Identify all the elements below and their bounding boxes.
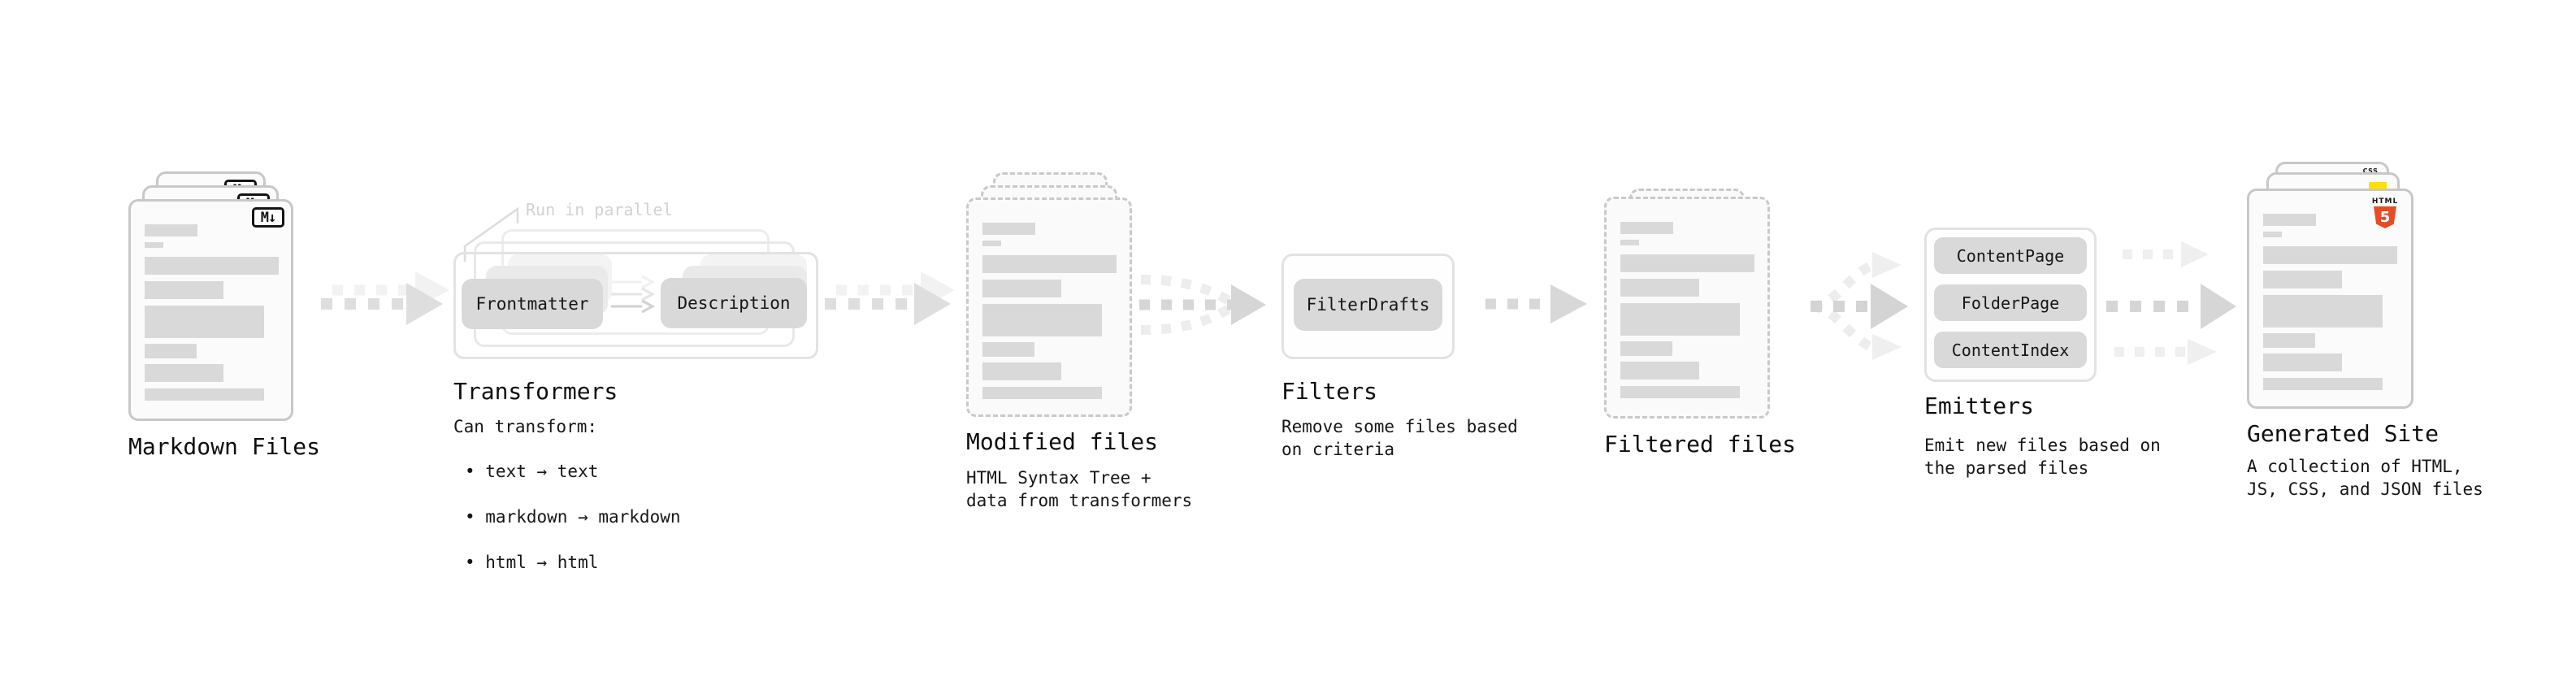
- text-line-bar: [2263, 232, 2282, 237]
- section-title: Emitters: [1924, 393, 2034, 419]
- bullet-item: • markdown → markdown: [465, 507, 681, 527]
- section-filters: FilterDrafts Filters Remove some files b…: [1281, 254, 1525, 481]
- text-line-bar: [145, 344, 197, 358]
- html5-label: HTML: [2371, 197, 2399, 206]
- bullet-item: • html → html: [465, 553, 599, 572]
- text-line-bar: [982, 241, 1001, 246]
- section-subtitle: Emit new files based on the parsed files: [1924, 436, 2161, 478]
- text-line-bar: [1620, 303, 1740, 336]
- bullet-item: • text → text: [465, 462, 599, 481]
- text-line-bar: [1620, 279, 1699, 297]
- text-line-bar: [1620, 362, 1699, 380]
- arrow-split-icon: [1811, 252, 1908, 360]
- text-line-bar: [145, 242, 163, 248]
- text-line-bar: [145, 306, 264, 338]
- section-title: Generated Site: [2247, 420, 2439, 447]
- section-subtitle: A collection of HTML, JS, CSS, and JSON …: [2247, 457, 2483, 499]
- section-subtitle: HTML Syntax Tree + data from transformer…: [966, 468, 1193, 510]
- run-in-parallel-note: Run in parallel: [526, 200, 673, 219]
- transformer-frame-front: [453, 252, 818, 359]
- arrow-icon: [825, 271, 955, 325]
- text-line-bar: [982, 304, 1102, 336]
- emitter-content-index: ContentIndex: [1934, 332, 2087, 368]
- section-title: Modified files: [966, 428, 1159, 455]
- section-transformers: Run in parallel Frontmatter Description …: [453, 200, 835, 572]
- text-line-bar: [1620, 222, 1673, 234]
- section-subtitle: Remove some files based on criteria: [1281, 417, 1518, 459]
- text-line-bar: [982, 342, 1034, 357]
- text-line-bar: [145, 224, 197, 236]
- arrow-triple-icon: [2106, 241, 2236, 365]
- text-line-bar: [982, 280, 1061, 297]
- section-emitters: ContentPage FolderPage ContentIndex Emit…: [1924, 228, 2168, 496]
- document-text-lines: [1620, 222, 1754, 398]
- text-line-bar: [1620, 386, 1740, 398]
- text-line-bar: [1620, 341, 1672, 356]
- text-line-bar: [982, 223, 1035, 235]
- document-text-lines: [982, 223, 1117, 399]
- document-text-lines: [145, 224, 279, 401]
- section-title: Transformers: [453, 378, 618, 405]
- text-line-bar: [982, 362, 1061, 380]
- transform-bullet-list: • text → text • markdown → markdown • ht…: [465, 437, 681, 596]
- transformer-step-frontmatter: Frontmatter: [462, 279, 603, 329]
- text-line-bar: [2263, 354, 2342, 371]
- text-line-bar: [1620, 240, 1639, 245]
- filter-drafts-pill: FilterDrafts: [1294, 279, 1442, 331]
- site-file-html: HTML 5: [2247, 189, 2413, 409]
- section-generated-site: CSS HTML 5 Generated Site A collection o…: [2247, 162, 2523, 511]
- text-line-bar: [145, 388, 264, 401]
- text-line-bar: [2263, 295, 2383, 327]
- markdown-icon: M↓: [252, 207, 284, 228]
- emitter-folder-page: FolderPage: [1934, 284, 2087, 321]
- section-subtitle: Can transform:: [453, 417, 598, 436]
- html5-numeral: 5: [2379, 209, 2391, 226]
- section-title: Filtered files: [1604, 431, 1797, 458]
- filtered-file-front: [1604, 197, 1770, 419]
- section-title: Filters: [1281, 378, 1378, 405]
- arrow-icon: [321, 271, 449, 325]
- text-line-bar: [2263, 214, 2316, 226]
- section-modified-files: Modified files HTML Syntax Tree + data f…: [966, 162, 1242, 511]
- text-line-bar: [2263, 378, 2383, 390]
- html5-icon: HTML 5: [2369, 197, 2401, 228]
- transformer-step-description: Description: [661, 278, 807, 328]
- text-line-bar: [2263, 271, 2342, 288]
- css-label: CSS: [2362, 167, 2379, 175]
- text-line-bar: [145, 281, 223, 299]
- section-title: Markdown Files: [128, 433, 321, 460]
- modified-file-front: [966, 197, 1132, 417]
- parallel-arrows-icon: [611, 275, 656, 314]
- arrow-merge-icon: [1139, 275, 1266, 335]
- section-filtered-files: Filtered files: [1604, 180, 1848, 489]
- text-line-bar: [1620, 254, 1754, 272]
- emitter-content-page: ContentPage: [1934, 237, 2087, 274]
- text-line-bar: [145, 257, 279, 275]
- text-line-bar: [982, 387, 1102, 399]
- document-text-lines: [2263, 214, 2397, 390]
- markdown-file-front: M↓: [128, 199, 293, 421]
- text-line-bar: [145, 364, 223, 382]
- section-markdown-files: M↓ M↓ M↓ Markdown Files: [128, 162, 372, 487]
- text-line-bar: [2263, 246, 2397, 264]
- text-line-bar: [982, 255, 1117, 273]
- text-line-bar: [2263, 333, 2315, 348]
- arrow-icon: [1485, 284, 1587, 323]
